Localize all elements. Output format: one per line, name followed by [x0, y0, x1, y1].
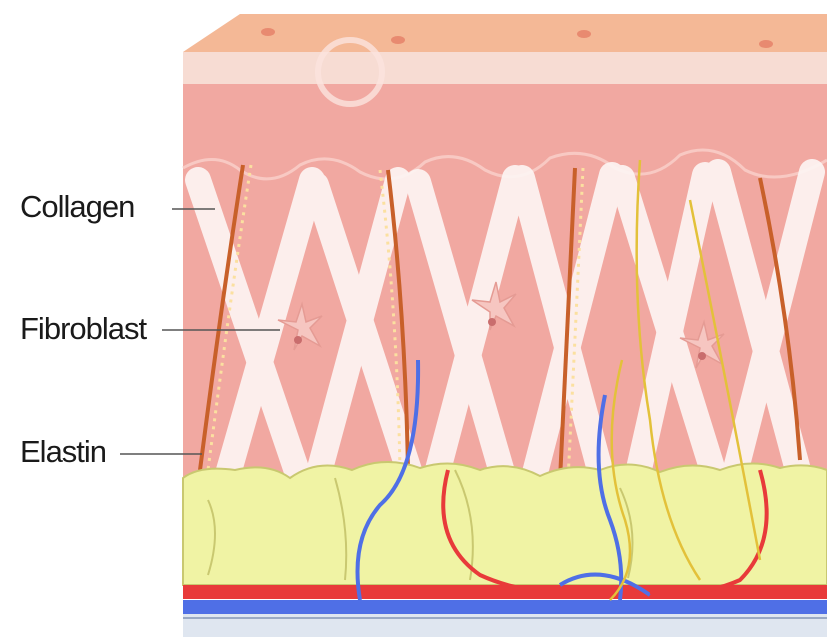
surface-pore	[759, 40, 773, 48]
collagen-label: Collagen	[20, 189, 134, 225]
epidermis-top-surface	[183, 14, 827, 52]
elastin-label: Elastin	[20, 434, 106, 470]
fat-tissue-layer	[183, 462, 827, 585]
surface-pore	[261, 28, 275, 36]
artery-band	[183, 585, 827, 599]
surface-pore	[577, 30, 591, 38]
fibroblast-label: Fibroblast	[20, 311, 146, 347]
epidermis-band	[183, 52, 827, 84]
surface-pore	[391, 36, 405, 44]
vein-band	[183, 600, 827, 614]
